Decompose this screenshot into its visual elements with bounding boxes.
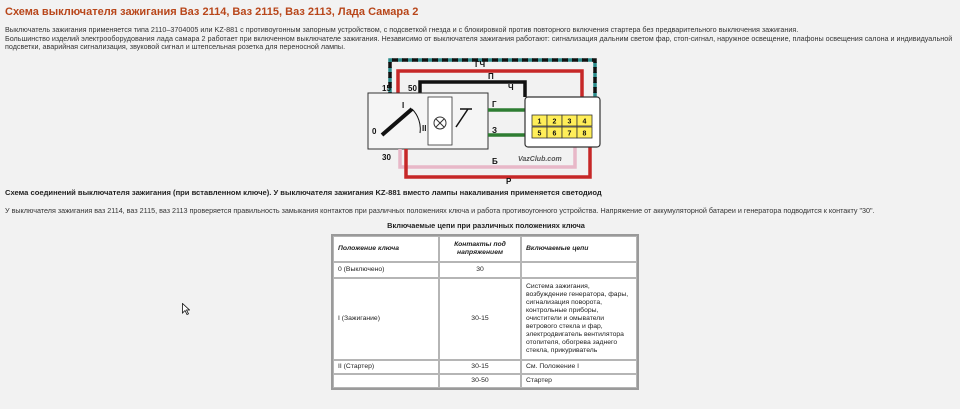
- table-header-row: Положение ключа Контакты под напряжением…: [333, 236, 637, 262]
- wire-label-p: П: [488, 72, 494, 81]
- terminal-50: 50: [408, 84, 417, 93]
- position-2: II: [422, 124, 426, 133]
- connector-pin: [576, 126, 593, 139]
- cell-position: I (Зажигание): [333, 278, 439, 360]
- table-row: 30-50 Стартер: [333, 374, 637, 388]
- wire-label-z: З: [492, 126, 497, 135]
- pin-label: 4: [583, 119, 587, 126]
- table-title: Включаемые цепи при различных положениях…: [387, 221, 585, 230]
- wire-b: [398, 147, 577, 169]
- wire-label-r: Р: [506, 177, 512, 185]
- check-paragraph: У выключателя зажигания ваз 2114, ваз 21…: [5, 206, 875, 215]
- header-circuits: Включаемые цепи: [521, 236, 637, 262]
- wire-label-gch: ГЧ: [475, 60, 486, 69]
- article-title: Схема выключателя зажигания Ваз 2114, Ва…: [5, 6, 419, 18]
- connector-pin: [576, 114, 593, 127]
- pin-label: 6: [553, 131, 557, 138]
- cell-contacts: 30-50: [439, 374, 521, 388]
- circuits-table: Положение ключа Контакты под напряжением…: [331, 234, 639, 390]
- terminal-15: 15: [382, 84, 391, 93]
- header-contacts: Контакты под напряжением: [439, 236, 521, 262]
- table-row: I (Зажигание) 30-15 Система зажигания, в…: [333, 278, 637, 360]
- cell-position: II (Стартер): [333, 360, 439, 374]
- wire-label-g: Г: [492, 100, 497, 109]
- cell-position: 0 (Выключено): [333, 262, 439, 278]
- table-row: 0 (Выключено) 30: [333, 262, 637, 278]
- terminal-30: 30: [382, 153, 391, 162]
- pin-label: 3: [568, 119, 572, 126]
- ignition-switch-diagram: ГЧ П Ч Г З Б Р 15 50 0 30 I II 1 2 3 4 5…: [367, 58, 601, 185]
- cell-circuits: См. Положение I: [521, 360, 637, 374]
- pin-label: 2: [553, 119, 557, 126]
- intro-text: Выключатель зажигания применяется типа 2…: [5, 25, 955, 52]
- intro-paragraph-1: Выключатель зажигания применяется типа 2…: [5, 25, 799, 34]
- pin-label: 1: [538, 119, 542, 126]
- intro-paragraph-2: Большинство изделий электрооборудования …: [5, 33, 953, 52]
- terminal-0: 0: [372, 127, 377, 136]
- cell-contacts: 30-15: [439, 278, 521, 360]
- pin-label: 8: [583, 131, 587, 138]
- cell-contacts: 30-15: [439, 360, 521, 374]
- wire-label-ch: Ч: [508, 83, 514, 92]
- table-row: II (Стартер) 30-15 См. Положение I: [333, 360, 637, 374]
- wire-ch: [418, 80, 527, 97]
- wire-p: [396, 69, 584, 97]
- cell-contacts: 30: [439, 262, 521, 278]
- cell-circuits: Стартер: [521, 374, 637, 388]
- position-1: I: [402, 101, 404, 110]
- cell-position: [333, 374, 439, 388]
- wire-label-b: Б: [492, 157, 498, 166]
- pin-label: 5: [538, 131, 542, 138]
- diagram-caption: Схема соединений выключателя зажигания (…: [5, 188, 602, 197]
- wire-r: [404, 147, 592, 179]
- watermark: VazClub.com: [518, 156, 562, 163]
- mouse-cursor-icon: [182, 303, 190, 315]
- pin-label: 7: [568, 131, 572, 138]
- cell-circuits: Система зажигания, возбуждение генератор…: [521, 278, 637, 360]
- header-key-position: Положение ключа: [333, 236, 439, 262]
- cell-circuits: [521, 262, 637, 278]
